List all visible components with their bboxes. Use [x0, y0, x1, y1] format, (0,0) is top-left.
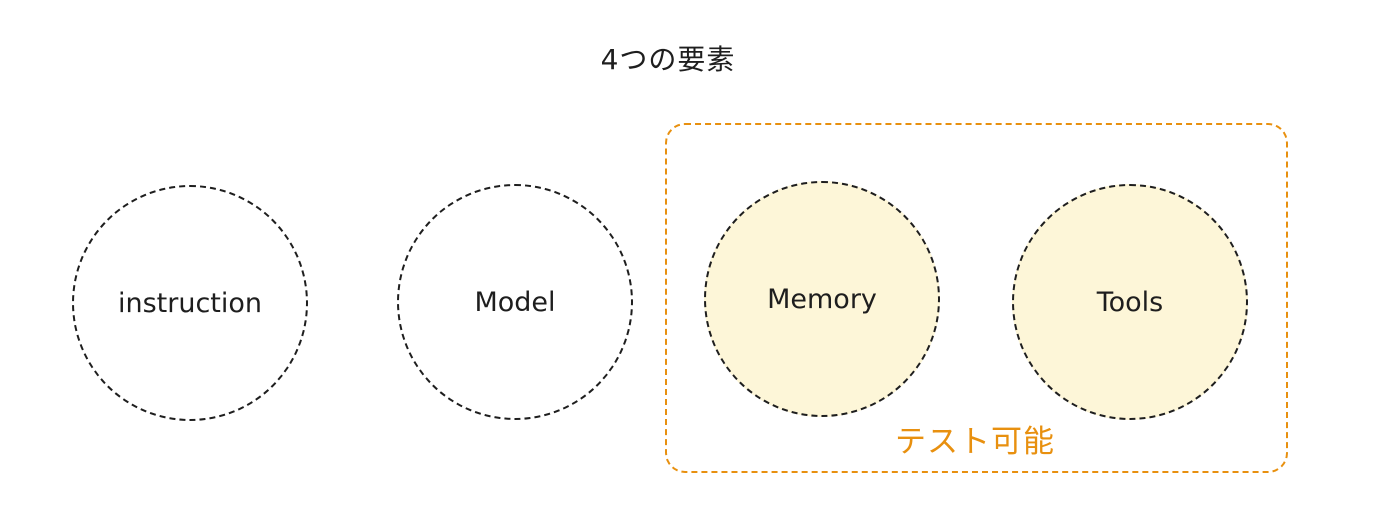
diagram-title: 4つの要素 [600, 43, 736, 76]
instruction-node: instruction [72, 185, 308, 421]
memory-node: Memory [704, 181, 940, 417]
model-node: Model [397, 184, 633, 420]
model-node-label: Model [474, 286, 556, 318]
tools-node-label: Tools [1096, 286, 1164, 318]
instruction-node-label: instruction [117, 287, 263, 319]
testable-group-box [665, 123, 1288, 473]
memory-node-label: Memory [767, 283, 877, 315]
testable-group-label: テスト可能 [895, 424, 1055, 460]
tools-node: Tools [1012, 184, 1248, 420]
